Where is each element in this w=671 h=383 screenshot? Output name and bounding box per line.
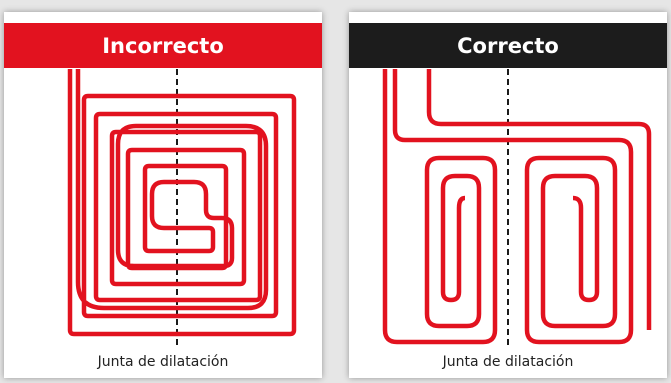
return-pipe xyxy=(392,69,634,345)
heating-pipe-spiral xyxy=(67,69,297,337)
incorrect-title: Incorrecto xyxy=(102,33,224,58)
correct-caption: Junta de dilatación xyxy=(442,354,574,370)
correct-header: Correcto xyxy=(349,23,667,68)
correct-pipe-diagram xyxy=(382,69,652,347)
incorrect-caption: Junta de dilatación xyxy=(97,354,229,370)
supply-pipe xyxy=(382,69,498,345)
incorrect-header: Incorrecto xyxy=(4,23,322,68)
panel-incorrect: Incorrecto Junta de dilatación xyxy=(4,12,322,378)
incorrect-pipe-diagram xyxy=(67,69,297,347)
correct-title: Correcto xyxy=(457,33,559,58)
return-pipe-top xyxy=(426,69,652,330)
panel-correct: Correcto Junta de dilatación xyxy=(349,12,667,378)
